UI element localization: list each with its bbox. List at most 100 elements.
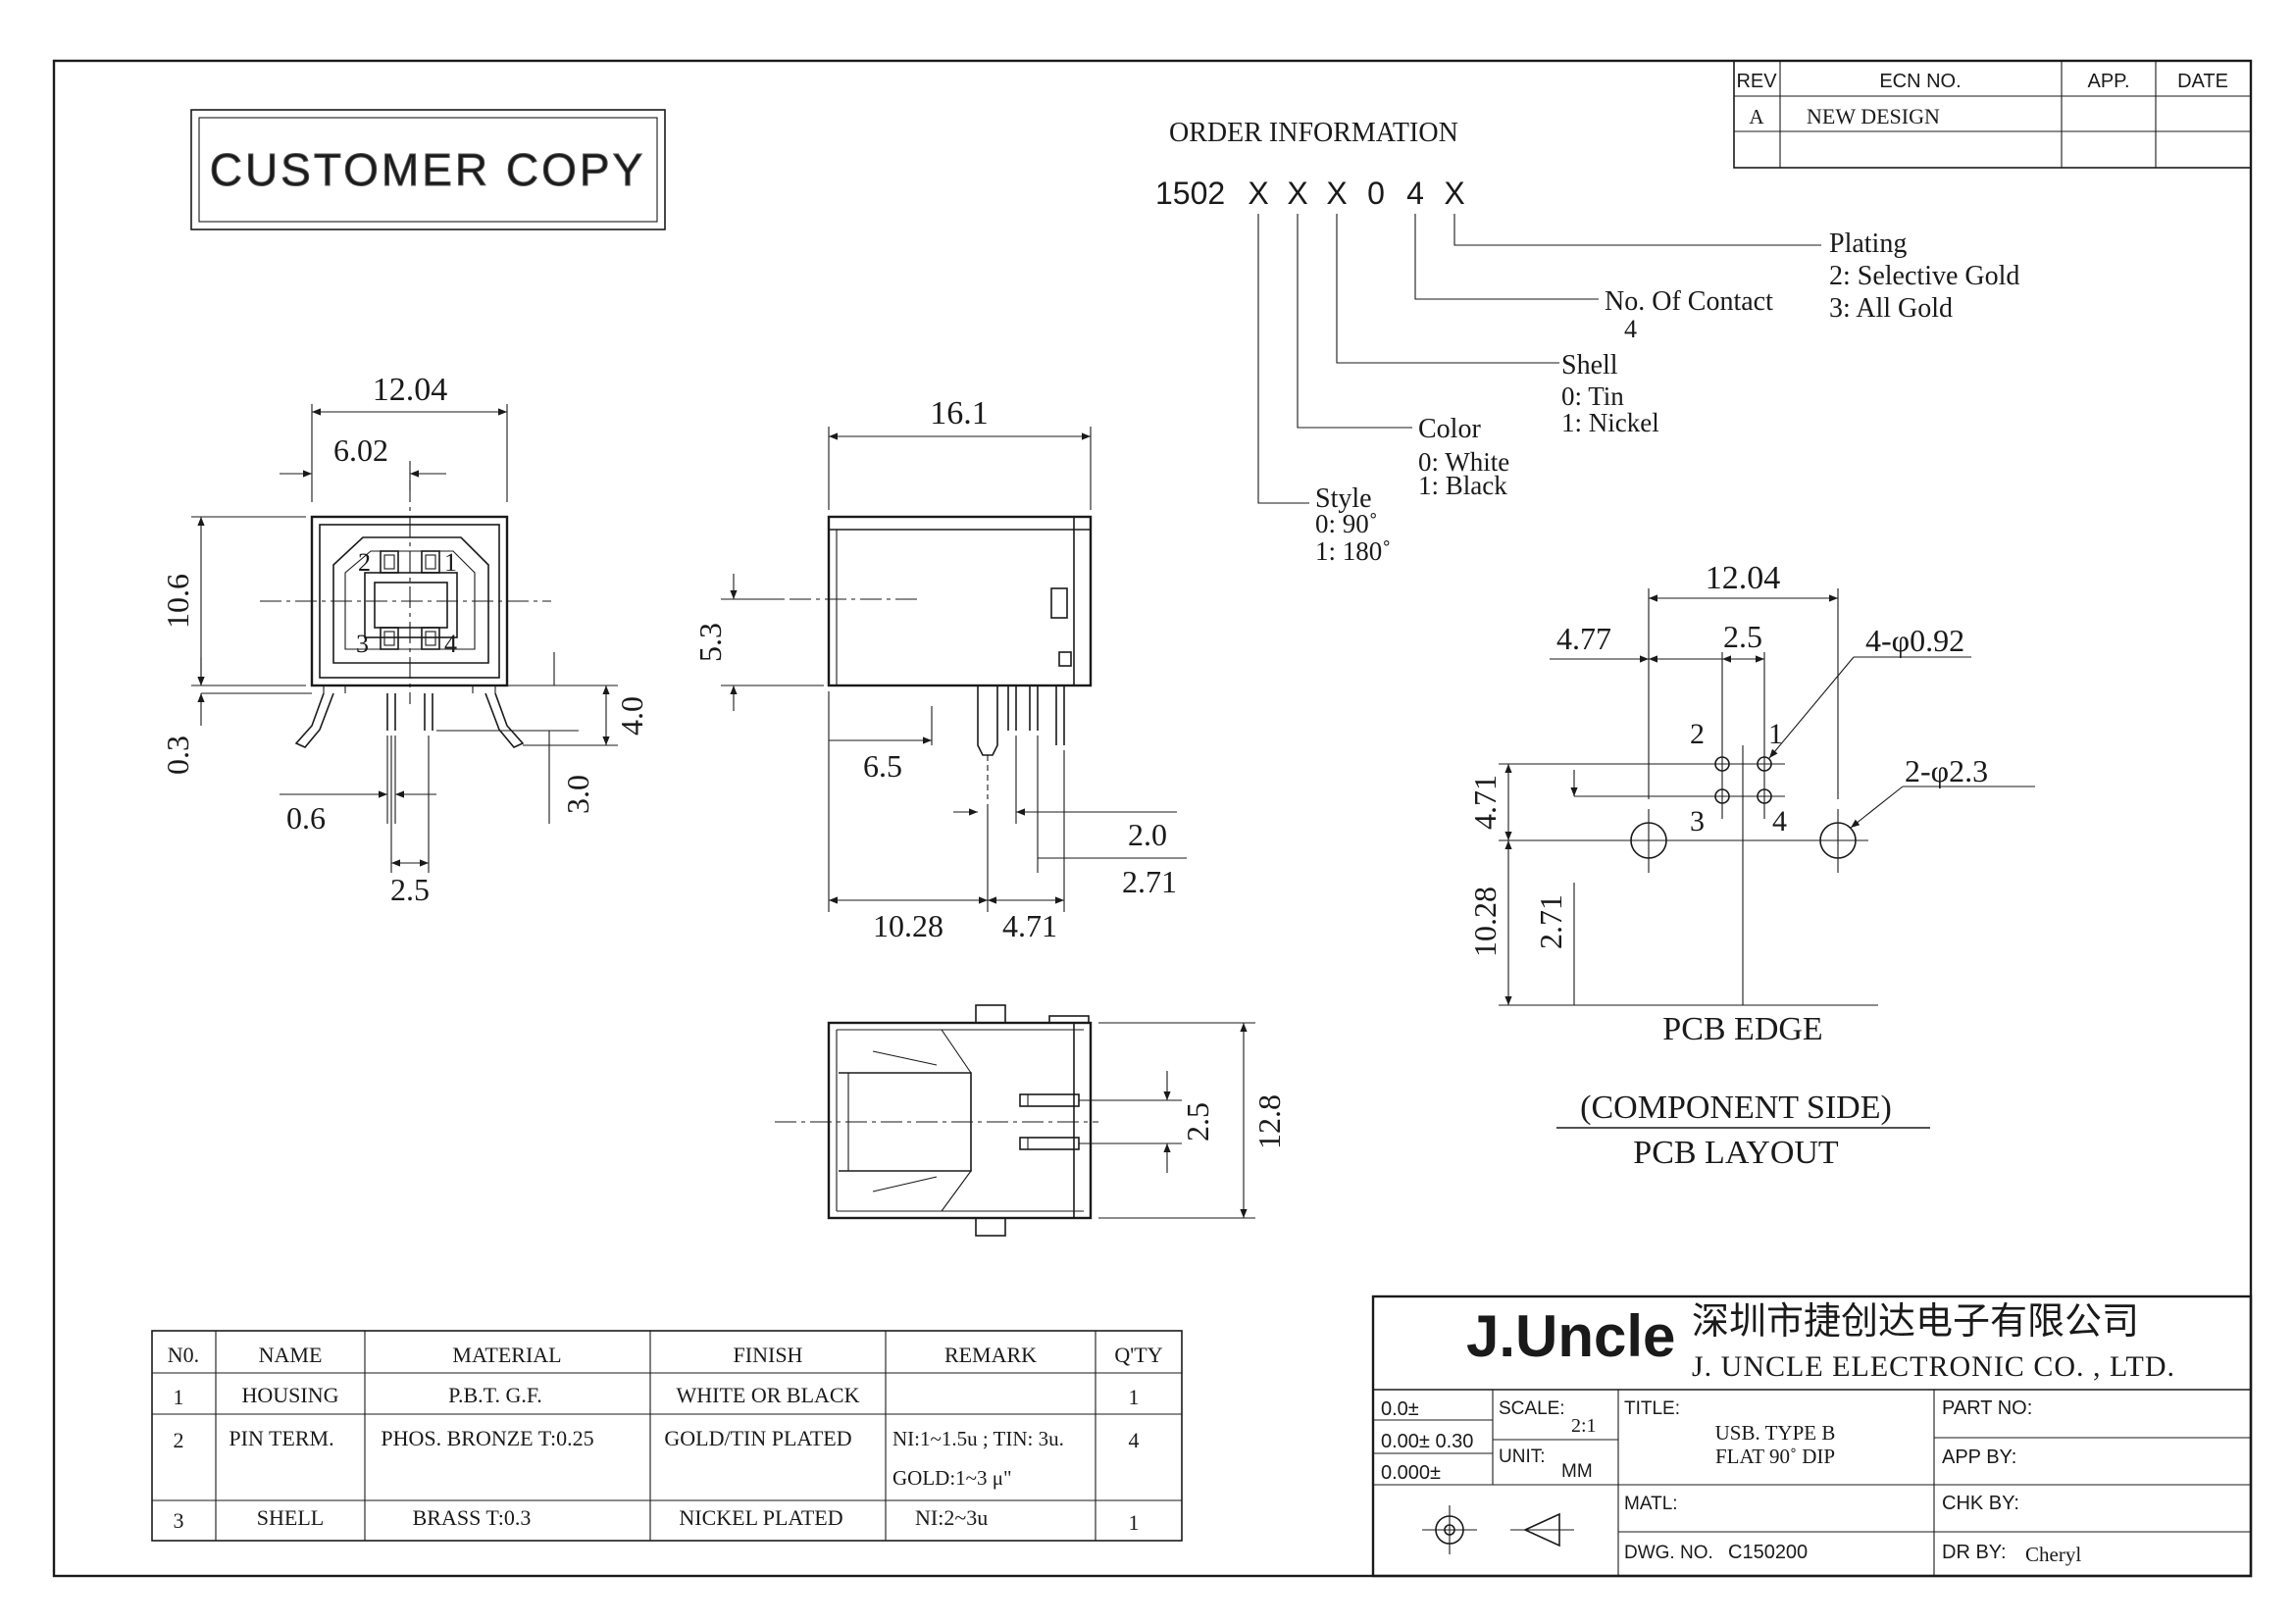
side-leg-offset-dim: 6.5 [863, 748, 902, 784]
bom-row-3-material: BRASS T:0.3 [413, 1505, 532, 1530]
bom-header-name: NAME [259, 1343, 323, 1367]
pcb-pin-4: 4 [1772, 805, 1787, 837]
color-option-black: 1: Black [1418, 471, 1507, 500]
front-pin-1: 1 [444, 548, 457, 577]
front-pin-4: 4 [444, 630, 457, 658]
bom-row-3-name: SHELL [257, 1505, 324, 1530]
bom-row-1-no: 1 [174, 1385, 184, 1409]
drawn-by-value: Cheryl [2025, 1543, 2081, 1566]
bom-row-3-no: 3 [174, 1508, 184, 1533]
bom-row-2-qty: 4 [1129, 1428, 1140, 1452]
company-name-en: J. UNCLE ELECTRONIC CO. , LTD. [1692, 1350, 2175, 1383]
front-height-dim: 10.6 [160, 574, 195, 629]
bom-row-2-name: PIN TERM. [229, 1426, 333, 1450]
style-label: Style [1315, 483, 1372, 514]
shell-label: Shell [1561, 350, 1618, 381]
tolerance-1: 0.0± [1381, 1398, 1419, 1420]
side-pin-gap-dim: 2.0 [1128, 817, 1167, 852]
bom-row-3-qty: 1 [1129, 1510, 1140, 1535]
side-pin-spacing-dim: 4.71 [1002, 908, 1057, 943]
app-header: APP. [2088, 71, 2130, 92]
pcb-pitch-dim: 2.5 [1723, 619, 1762, 654]
pcb-width-dim: 12.04 [1706, 560, 1781, 596]
order-information: ORDER INFORMATION 1502 X X X 0 4 X Plati… [1155, 118, 2019, 566]
bom-row-1-material: P.B.T. G.F. [448, 1383, 542, 1407]
side-view: 16.1 5.3 6.5 2.0 2.71 10.28 4.71 [692, 395, 1187, 943]
front-view: 2 1 3 4 12.04 6.02 10.6 0.3 [160, 372, 649, 907]
approved-by-label: APP BY: [1942, 1446, 2016, 1468]
drawn-by-label: DR BY: [1942, 1542, 2007, 1563]
drawing-border [52, 59, 2253, 1578]
scale-label: SCALE: [1499, 1398, 1565, 1419]
title-label: TITLE: [1624, 1398, 1680, 1419]
customer-copy-stamp: CUSTOMER COPY [190, 109, 666, 230]
code-color: X [1287, 176, 1307, 211]
pcb-row-offset-dim: 2.71 [1533, 894, 1568, 949]
front-standoff-dim: 0.3 [160, 736, 195, 775]
color-label: Color [1418, 414, 1481, 444]
pcb-edge-label: PCB EDGE [1662, 1011, 1822, 1047]
pcb-row-gap-dim: 4.71 [1467, 775, 1503, 830]
bom-header-material: MATERIAL [452, 1343, 561, 1367]
title-line-2: FLAT 90˚ DIP [1715, 1445, 1835, 1468]
pcb-pin-1: 1 [1768, 718, 1783, 750]
bom-row-2-remark-gold: GOLD:1~3 μ" [892, 1466, 1012, 1490]
pcb-small-holes-dim: 4-φ0.92 [1865, 623, 1964, 658]
top-width-dim: 12.8 [1251, 1094, 1287, 1149]
bom-header-no: N0. [168, 1343, 199, 1367]
front-pin-2: 2 [358, 548, 371, 577]
code-shell: X [1326, 176, 1347, 211]
pcb-big-holes-dim: 2-φ2.3 [1905, 753, 1988, 788]
drawing-number-label: DWG. NO. [1624, 1543, 1713, 1563]
bom-header-finish: FINISH [734, 1343, 803, 1367]
bom-header-qty: Q'TY [1114, 1343, 1162, 1367]
side-length-dim: 16.1 [930, 395, 989, 431]
title-block: J.Uncle 深圳市捷创达电子有限公司 J. UNCLE ELECTRONIC… [1371, 1294, 2253, 1578]
front-pin-spacing-dim: 2.5 [390, 872, 430, 907]
pcb-edge-distance-dim: 10.28 [1467, 887, 1503, 957]
side-pin-row-dim: 2.71 [1122, 864, 1177, 899]
front-pin-3: 3 [356, 630, 369, 658]
company-logo: J.Uncle [1466, 1303, 1675, 1369]
bom-row-3-remark: NI:2~3u [915, 1505, 988, 1530]
part-number-label: PART NO: [1942, 1397, 2032, 1419]
pcb-offset-dim: 4.77 [1556, 621, 1611, 656]
bom-row-1-finish: WHITE OR BLACK [677, 1383, 860, 1407]
top-view: 2.5 12.8 [775, 1004, 1287, 1237]
contacts-label: No. Of Contact [1605, 286, 1773, 317]
top-pitch-dim: 2.5 [1180, 1102, 1215, 1142]
plating-option-2: 2: Selective Gold [1829, 261, 2019, 291]
pcb-pin-2: 2 [1690, 718, 1705, 750]
code-contacts: 4 [1406, 176, 1424, 211]
side-front-to-pin-dim: 10.28 [873, 908, 943, 943]
bom-row-2-material: PHOS. BRONZE T:0.25 [381, 1426, 593, 1450]
scale-value: 2:1 [1571, 1415, 1597, 1437]
unit-value: MM [1561, 1461, 1593, 1482]
contacts-value: 4 [1624, 315, 1637, 343]
code-prefix: 1502 [1155, 176, 1225, 211]
company-name-cn: 深圳市捷创达电子有限公司 [1692, 1301, 2139, 1343]
bom-row-1-qty: 1 [1129, 1385, 1140, 1409]
plating-label: Plating [1829, 228, 1907, 259]
pcb-pin-3: 3 [1690, 805, 1705, 837]
ecn-value: NEW DESIGN [1807, 104, 1940, 128]
tolerance-2: 0.00± 0.30 [1381, 1431, 1473, 1452]
bom-table: N0. NAME MATERIAL FINISH REMARK Q'TY 1 H… [151, 1330, 1183, 1542]
pcb-layout: 2 1 3 4 12.04 4.77 2.5 4-φ0.92 2-φ2.3 4.… [1467, 560, 2035, 1171]
checked-by-label: CHK BY: [1942, 1493, 2019, 1514]
projection-symbol-icon [1422, 1505, 1574, 1554]
ecn-header: ECN NO. [1879, 71, 1961, 92]
front-lead-dim: 3.0 [560, 775, 595, 814]
front-pin-width-dim: 0.6 [286, 800, 326, 836]
shell-option-tin: 0: Tin [1561, 381, 1624, 411]
drawing-number-value: C150200 [1728, 1542, 1808, 1563]
tolerance-3: 0.000± [1381, 1462, 1441, 1484]
stamp-text: CUSTOMER COPY [210, 144, 646, 195]
style-option-180: 1: 180˚ [1315, 536, 1391, 566]
order-info-title: ORDER INFORMATION [1169, 118, 1458, 148]
date-header: DATE [2177, 71, 2228, 92]
plating-option-3: 3: All Gold [1829, 293, 1953, 324]
unit-label: UNIT: [1499, 1446, 1546, 1467]
